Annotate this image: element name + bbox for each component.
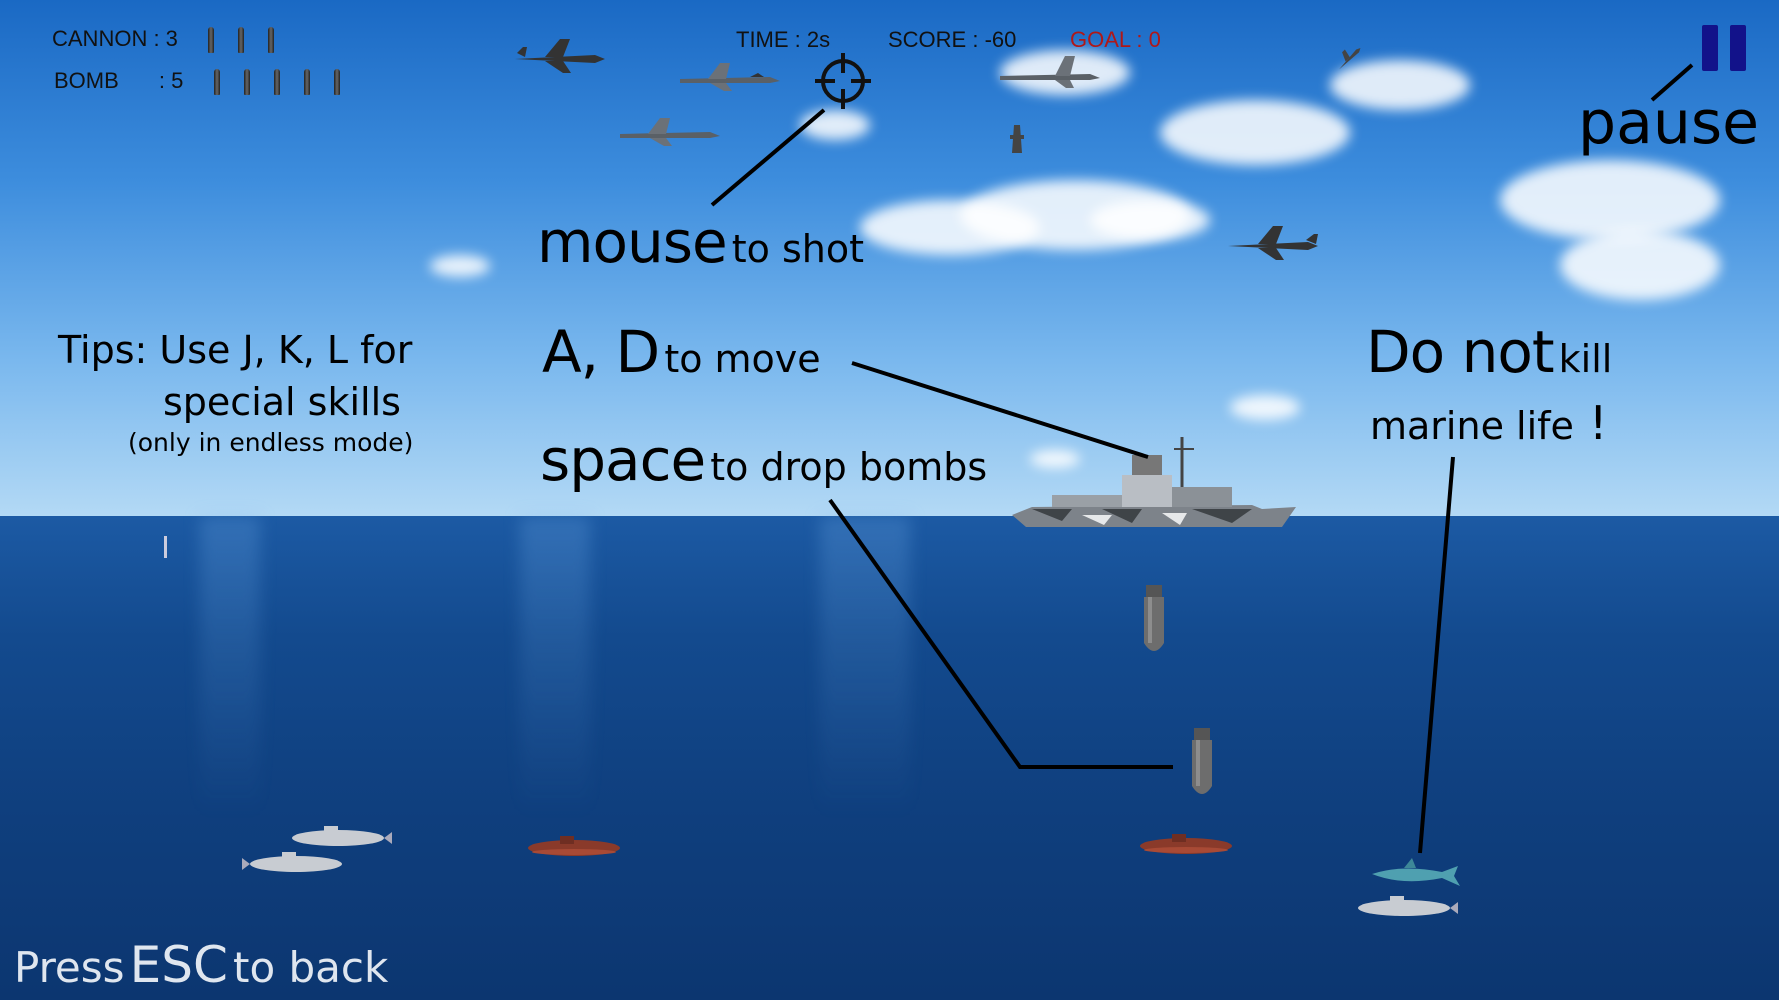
time-display: TIME : 2s (736, 27, 831, 52)
pause-label: pause (1578, 88, 1760, 158)
cannon-label: CANNON : 3 (52, 26, 178, 51)
enemy-submarine[interactable] (242, 852, 342, 872)
bomb-counter: BOMB : 5 (54, 68, 340, 96)
bomb-ammo (190, 68, 340, 96)
bomb-count: : 5 (158, 68, 184, 93)
esc-suffix: to back (232, 943, 389, 992)
bomb-shell-icon (333, 69, 340, 96)
cloud (1160, 100, 1350, 165)
falling-bomb (1192, 728, 1212, 794)
tips-line-1: Tips: Use J, K, L for (58, 328, 413, 372)
cloud (1560, 230, 1720, 300)
esc-key: ESC (129, 936, 228, 994)
enemy-jet[interactable] (1000, 56, 1100, 88)
enemy-submarine[interactable] (1140, 834, 1232, 854)
cloud (1030, 450, 1080, 468)
pause-icon (1730, 25, 1746, 71)
warning-kill: kill (1558, 337, 1613, 381)
esc-prefix: Press (14, 943, 125, 992)
bomb-label: BOMB (54, 68, 119, 93)
space-text: to drop bombs (710, 445, 988, 489)
torpedo (164, 536, 167, 558)
pause-icon (1702, 25, 1718, 71)
pointer-lines (710, 63, 1694, 854)
crosshair-icon (815, 53, 871, 109)
sea-background (0, 516, 1779, 1000)
cannon-shell-icon (208, 27, 215, 54)
mouse-text: to shot (731, 227, 865, 271)
bomb-shell-icon (273, 69, 280, 96)
sky-background (0, 0, 1779, 516)
space-key: space (540, 426, 706, 494)
cannon-shell-icon (238, 27, 245, 54)
cannon-ammo (184, 26, 275, 54)
light-ray (820, 516, 910, 816)
bomb-shell-icon (243, 69, 250, 96)
warning-exclaim: ! (1589, 396, 1608, 450)
move-key: A, D (542, 318, 660, 386)
enemy-jet[interactable] (620, 118, 720, 146)
player-warship (1012, 437, 1296, 527)
cloud (1500, 160, 1720, 240)
pause-button[interactable] (1702, 25, 1748, 71)
space-hint: space to drop bombs (540, 426, 987, 494)
falling-bomb (1144, 585, 1164, 651)
enemy-submarine[interactable] (292, 826, 392, 846)
mouse-key: mouse (537, 208, 728, 276)
enemy-jet[interactable] (680, 63, 780, 91)
bomb-shell-icon (213, 69, 220, 96)
mouse-hint: mouse to shot (537, 208, 864, 276)
tips-line-3: (only in endless mode) (128, 428, 414, 457)
warning-line-2: marine life ! (1370, 396, 1607, 450)
cloud (1230, 395, 1300, 420)
enemy-plane[interactable] (1228, 226, 1318, 260)
shark (1372, 858, 1460, 886)
cloud (800, 110, 870, 140)
goal-display: GOAL : 0 (1070, 27, 1161, 52)
move-hint: A, D to move (542, 318, 821, 386)
light-ray (520, 516, 590, 816)
enemy-submarine[interactable] (528, 836, 620, 856)
score-display: SCORE : -60 (888, 27, 1017, 52)
warning-line-1: Do not kill (1366, 318, 1612, 386)
enemy-submarine[interactable] (1358, 896, 1458, 916)
cloud (1330, 60, 1470, 110)
cloud (430, 255, 490, 277)
enemy-plane[interactable] (515, 39, 605, 73)
falling-plane[interactable] (1010, 125, 1024, 153)
esc-hint: Press ESC to back (14, 936, 388, 994)
cannon-counter: CANNON : 3 (52, 26, 275, 54)
light-ray (200, 516, 260, 816)
cannon-shell-icon (268, 27, 275, 54)
cloud (1090, 200, 1210, 240)
move-text: to move (664, 337, 821, 381)
bomb-shell-icon (303, 69, 310, 96)
warning-marine: marine life (1370, 404, 1574, 448)
diving-plane[interactable] (1332, 41, 1362, 71)
warning-do-not: Do not (1366, 318, 1555, 386)
tips-line-2: special skills (163, 380, 401, 424)
